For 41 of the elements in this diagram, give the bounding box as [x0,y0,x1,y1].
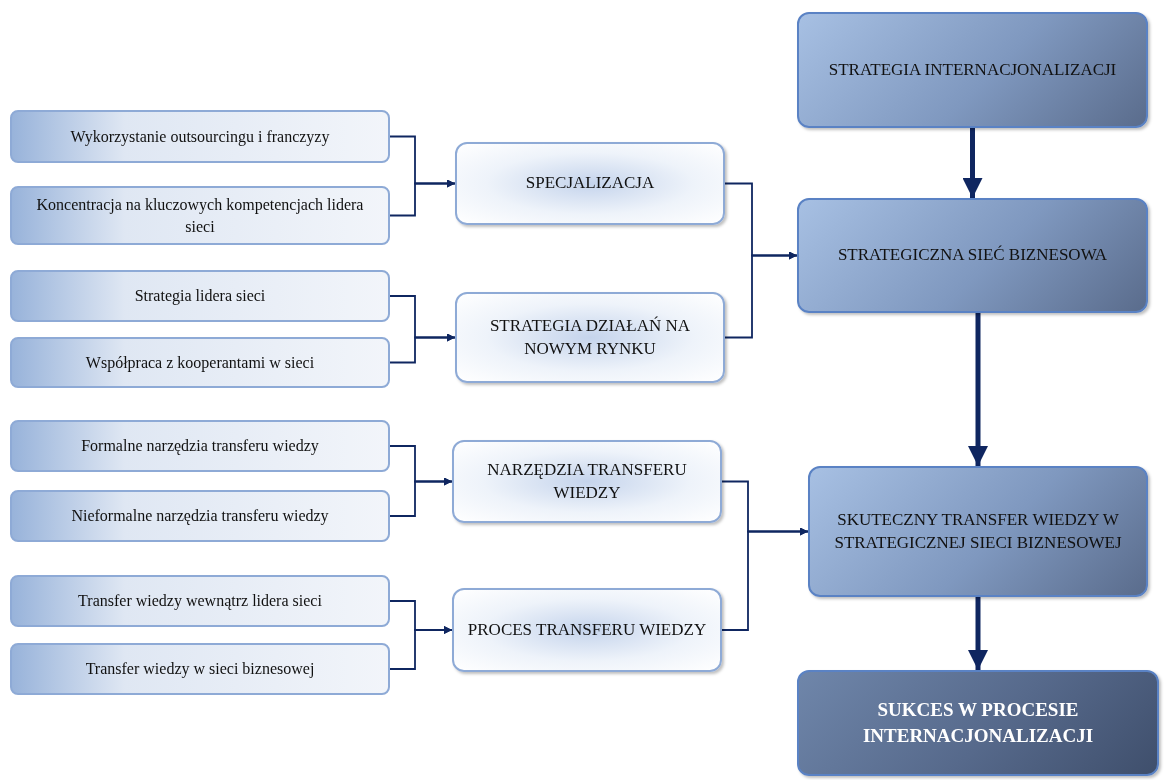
box-label: STRATEGICZNA SIEĆ BIZNESOWA [837,244,1108,267]
box-label: Wykorzystanie outsourcingu i franczyzy [70,126,330,148]
connector-arrow [389,179,456,217]
category-box [452,588,722,672]
factor-box [10,420,390,472]
factor-box [10,270,390,322]
connector-arrow [962,128,983,198]
box-label: SKUTECZNY TRANSFER WIEDZY W STRATEGICZNEJ SIECI BIZNESOWEJ [833,508,1123,554]
outcome-box [797,670,1159,776]
factor-box [10,337,390,388]
stage-box [797,198,1148,313]
category-box [455,142,725,225]
connector-arrow [724,251,798,339]
factor-box [10,490,390,542]
box-label: Koncentracja na kluczowych kompetencjach lidera sieci [35,194,365,237]
connector-arrow [389,626,453,670]
box-label: STRATEGIA INTERNACJONALIZACJI [828,58,1117,81]
connector-arrow [389,333,456,364]
box-label: Współpraca z kooperantami w sieci [85,352,315,374]
connector-arrow [721,527,809,631]
connector-arrow [968,313,988,466]
connector-arrow [389,477,453,517]
category-box [455,292,725,383]
box-label: PROCES TRANSFERU WIEDZY [467,618,707,641]
factor-box [10,186,390,245]
stage-box [797,12,1148,128]
box-label: NARZĘDZIA TRANSFERU WIEDZY [486,458,688,504]
box-label: SUKCES W PROCESIE INTERNACJONALIZACJI [861,698,1095,748]
factor-box [10,110,390,163]
factor-box [10,575,390,627]
box-label: Strategia lidera sieci [134,286,266,307]
box-label: Transfer wiedzy wewnątrz lidera sieci [78,591,322,612]
box-label: Nieformalne narzędzia transferu wiedzy [71,506,329,527]
box-label: Transfer wiedzy w sieci biznesowej [85,659,315,680]
box-label: STRATEGIA DZIAŁAŃ NA NOWYM RYNKU [488,314,692,360]
box-label: Formalne narzędzia transferu wiedzy [81,436,319,457]
factor-box [10,643,390,695]
connector-arrow [968,597,988,670]
category-box [452,440,722,523]
stage-box [808,466,1148,597]
box-label: SPECJALIZACJA [525,172,655,195]
